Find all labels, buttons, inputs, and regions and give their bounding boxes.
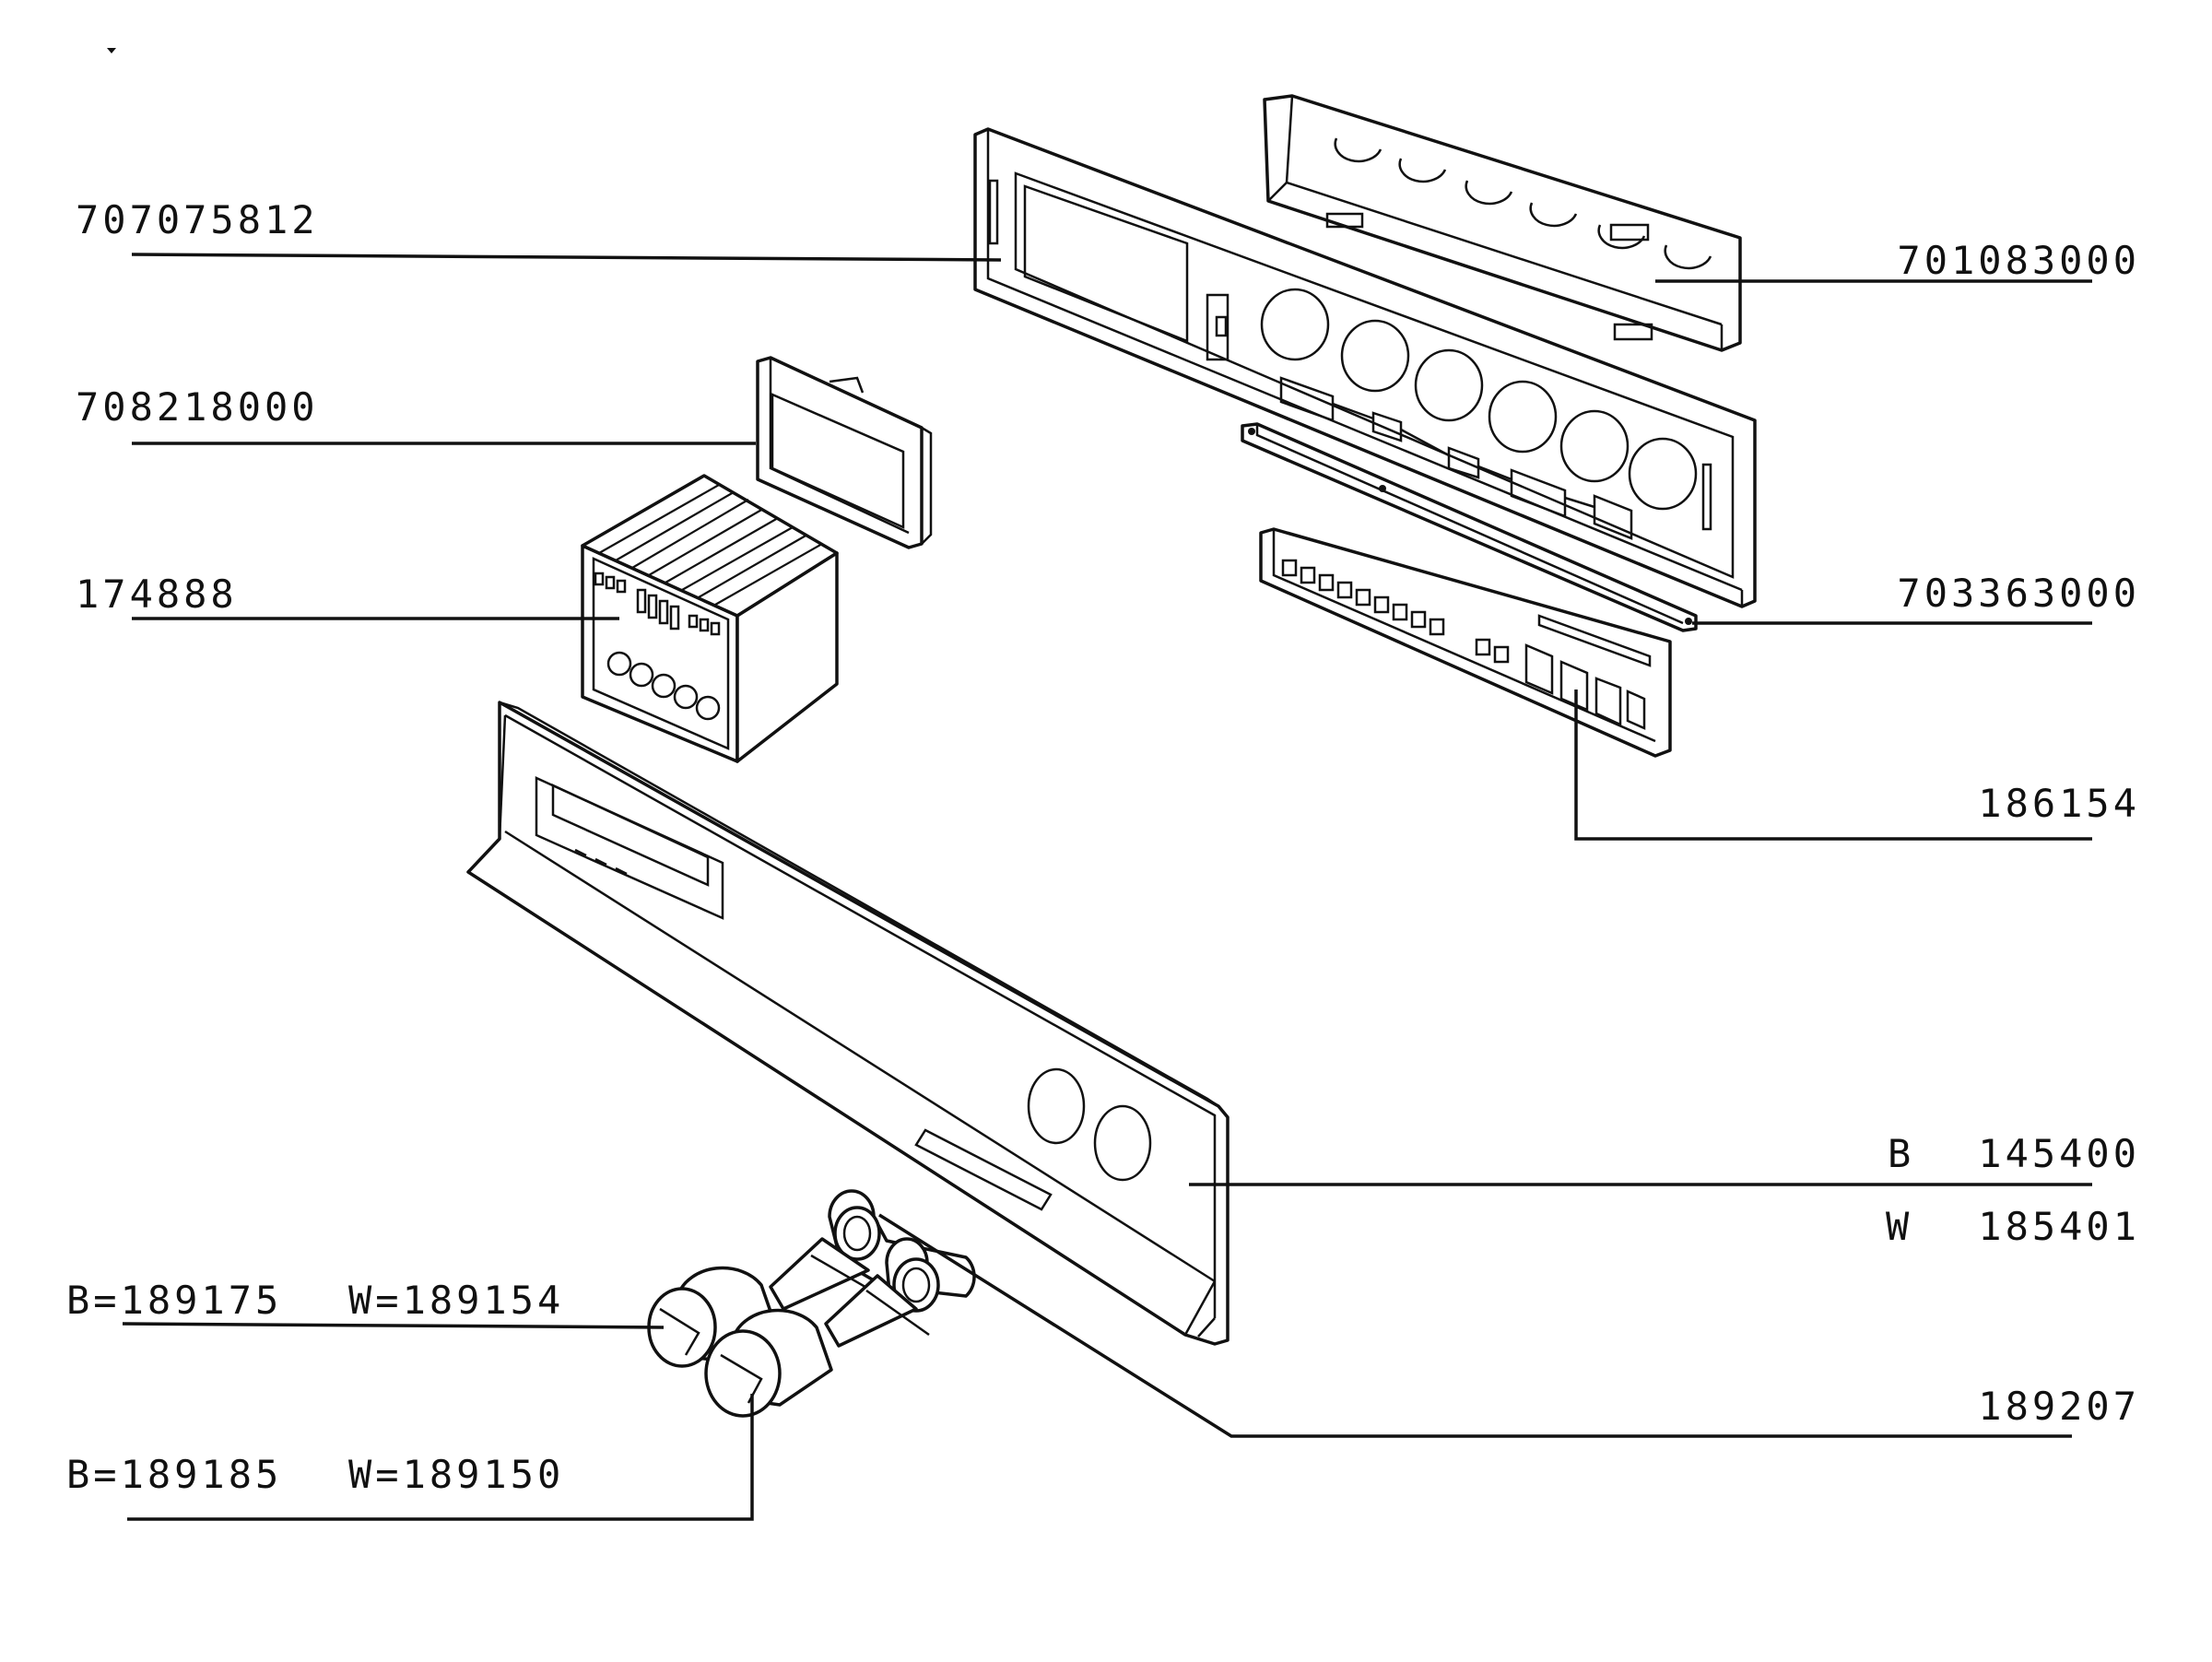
label-fascia-b-prefix: B [1888, 1131, 1914, 1176]
knob-spindle-part [828, 1189, 976, 1313]
leader-knob-spindle [878, 1213, 2072, 1438]
window-frame-part [756, 356, 933, 549]
leader-pcb [1574, 690, 2092, 841]
rail-part [1241, 422, 1698, 632]
trim-panel-part [973, 127, 1757, 608]
leader-trim-panel [131, 253, 1002, 262]
label-timer-module: 174888 [76, 572, 238, 617]
label-upper-shield: 701083000 [1897, 238, 2140, 283]
knob-upper-part [647, 1237, 882, 1368]
label-fascia-w: 185401 [1978, 1204, 2140, 1249]
label-fascia-b: 145400 [1978, 1131, 2140, 1176]
label-knob-upper-w: W=189154 [348, 1278, 564, 1323]
label-knob-lower-w: W=189150 [348, 1452, 564, 1497]
label-trim-panel: 707075812 [76, 197, 319, 242]
label-knob-spindle: 189207 [1978, 1384, 2140, 1429]
leader-knob-upper [122, 1322, 665, 1329]
label-pcb: 186154 [1978, 781, 2140, 826]
leader-knob-lower [127, 1394, 754, 1521]
label-knob-lower-b: B=189185 [66, 1452, 282, 1497]
label-window-frame: 708218000 [76, 384, 319, 430]
label-fascia-w-prefix: W [1886, 1204, 1912, 1249]
display-pcb-part [1259, 527, 1672, 758]
upper-shield-part [1263, 94, 1742, 352]
label-knob-upper-b: B=189175 [66, 1278, 282, 1323]
fascia-panel-part [466, 701, 1230, 1346]
label-rail: 703363000 [1897, 571, 2140, 616]
corner-mark [107, 48, 116, 53]
timer-module-part [581, 474, 839, 763]
